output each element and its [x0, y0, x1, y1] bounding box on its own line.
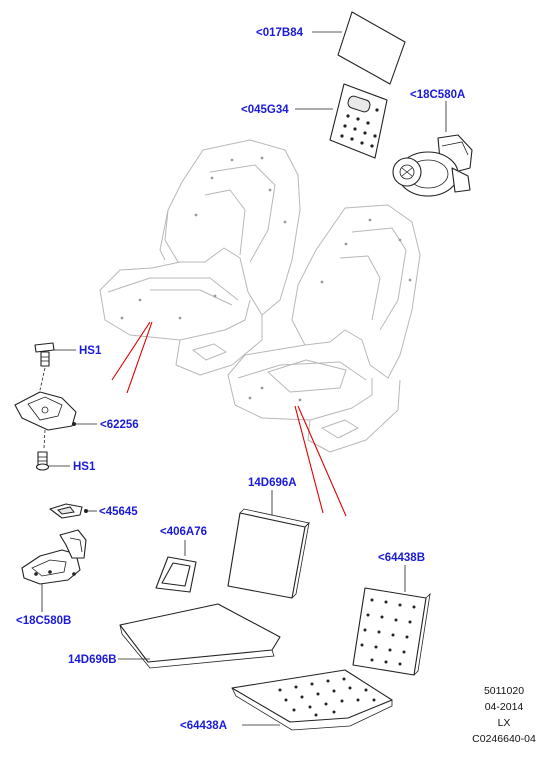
part-14D696B-cushion-pad — [118, 603, 281, 669]
back-perforations — [360, 598, 416, 666]
callout-64438A[interactable]: <64438A — [180, 720, 227, 732]
mat-perforations — [340, 108, 379, 148]
part-64438A-perforated-cushion — [231, 669, 393, 731]
callout-18C580B[interactable]: <18C580B — [16, 615, 71, 627]
callout-hs1-top[interactable]: HS1 — [79, 345, 102, 357]
callout-14D696B[interactable]: 14D696B — [68, 654, 117, 666]
red-indicator-lines — [111, 321, 347, 517]
part-14D696A-pad — [227, 490, 310, 599]
cushion-perforations — [278, 677, 376, 717]
ghost-seat-right — [227, 204, 421, 453]
callout-64438B[interactable]: <64438B — [378, 552, 425, 564]
callout-45645[interactable]: <45645 — [99, 506, 138, 518]
info-block: 5011020 04-2014 LX C0246640-04 — [472, 685, 536, 745]
callout-017B84[interactable]: <017B84 — [256, 27, 304, 39]
part-62256-bracket — [14, 391, 97, 449]
part-HS1-top — [34, 342, 76, 391]
callout-406A76[interactable]: <406A76 — [160, 526, 207, 538]
part-017B84 — [312, 11, 406, 85]
part-045G34 — [295, 83, 388, 159]
info-line-3: LX — [498, 717, 511, 729]
part-HS1-bottom — [35, 451, 70, 471]
info-line-4: C0246640-04 — [472, 733, 536, 745]
part-18C580B-blower — [21, 529, 87, 612]
info-line-1: 5011020 — [484, 685, 524, 697]
part-64438B-perforated — [352, 565, 431, 676]
ghost-seat-left — [99, 139, 301, 376]
callout-14D696A[interactable]: 14D696A — [248, 477, 297, 489]
part-45645-clip — [49, 503, 97, 519]
callout-62256[interactable]: <62256 — [100, 419, 139, 431]
callout-18C580A[interactable]: <18C580A — [410, 89, 465, 101]
part-406A76-frame — [155, 540, 197, 593]
callout-045G34[interactable]: <045G34 — [241, 104, 289, 116]
info-line-2: 04-2014 — [485, 701, 524, 713]
part-18C580A-blower — [392, 101, 473, 197]
callout-hs1-bottom[interactable]: HS1 — [73, 461, 96, 473]
